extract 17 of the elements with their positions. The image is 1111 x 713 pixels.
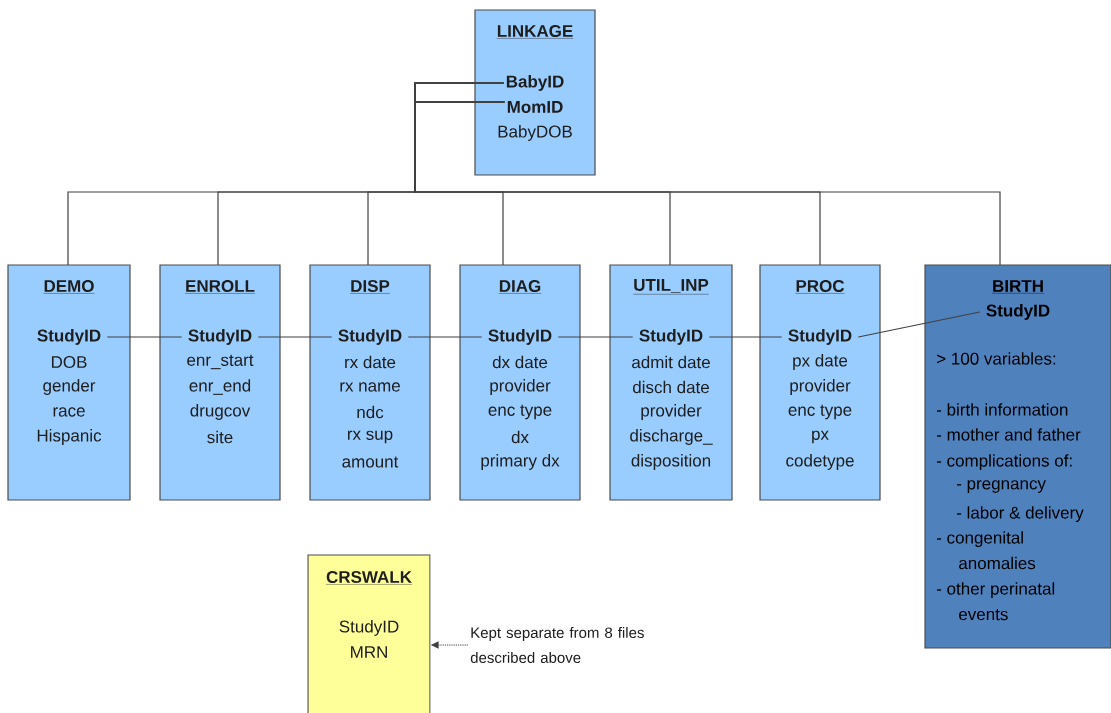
table-box: UTIL_INP StudyID admit date disch date provider discharge_ disposition: [609, 264, 733, 501]
table-box: LINKAGE BabyID MomID BabyDOB: [474, 9, 596, 176]
connector-line: [708, 336, 783, 338]
connector-line: [857, 311, 981, 338]
connector-line: [257, 336, 333, 338]
table-box: DEMO StudyID DOB gender race Hispanic: [7, 264, 131, 501]
connector-line: [106, 336, 183, 338]
connector-line: [557, 336, 634, 338]
table-box: PROC StudyID px date provider enc type px codetype: [759, 264, 881, 501]
connector-line: [414, 82, 1001, 266]
table-box: CRSWALK StudyID MRN: [307, 554, 431, 713]
note-text: Kept separate from 8 files described above: [470, 627, 644, 663]
table-box: DISP StudyID rx date rx name ndc rx sup amount: [309, 264, 431, 501]
table-box: DIAG StudyID dx date provider enc type dx primary dx: [459, 264, 581, 501]
table-box: BIRTH StudyID > 100 variables: - birth information - mother and father - complications of: - pregnancy - labor & delivery - congenital anomalies - other perinatal events: [924, 264, 1111, 649]
table-box: ENROLL StudyID enr_start enr_end drugcov site: [159, 264, 281, 501]
connector-line: [407, 336, 483, 338]
